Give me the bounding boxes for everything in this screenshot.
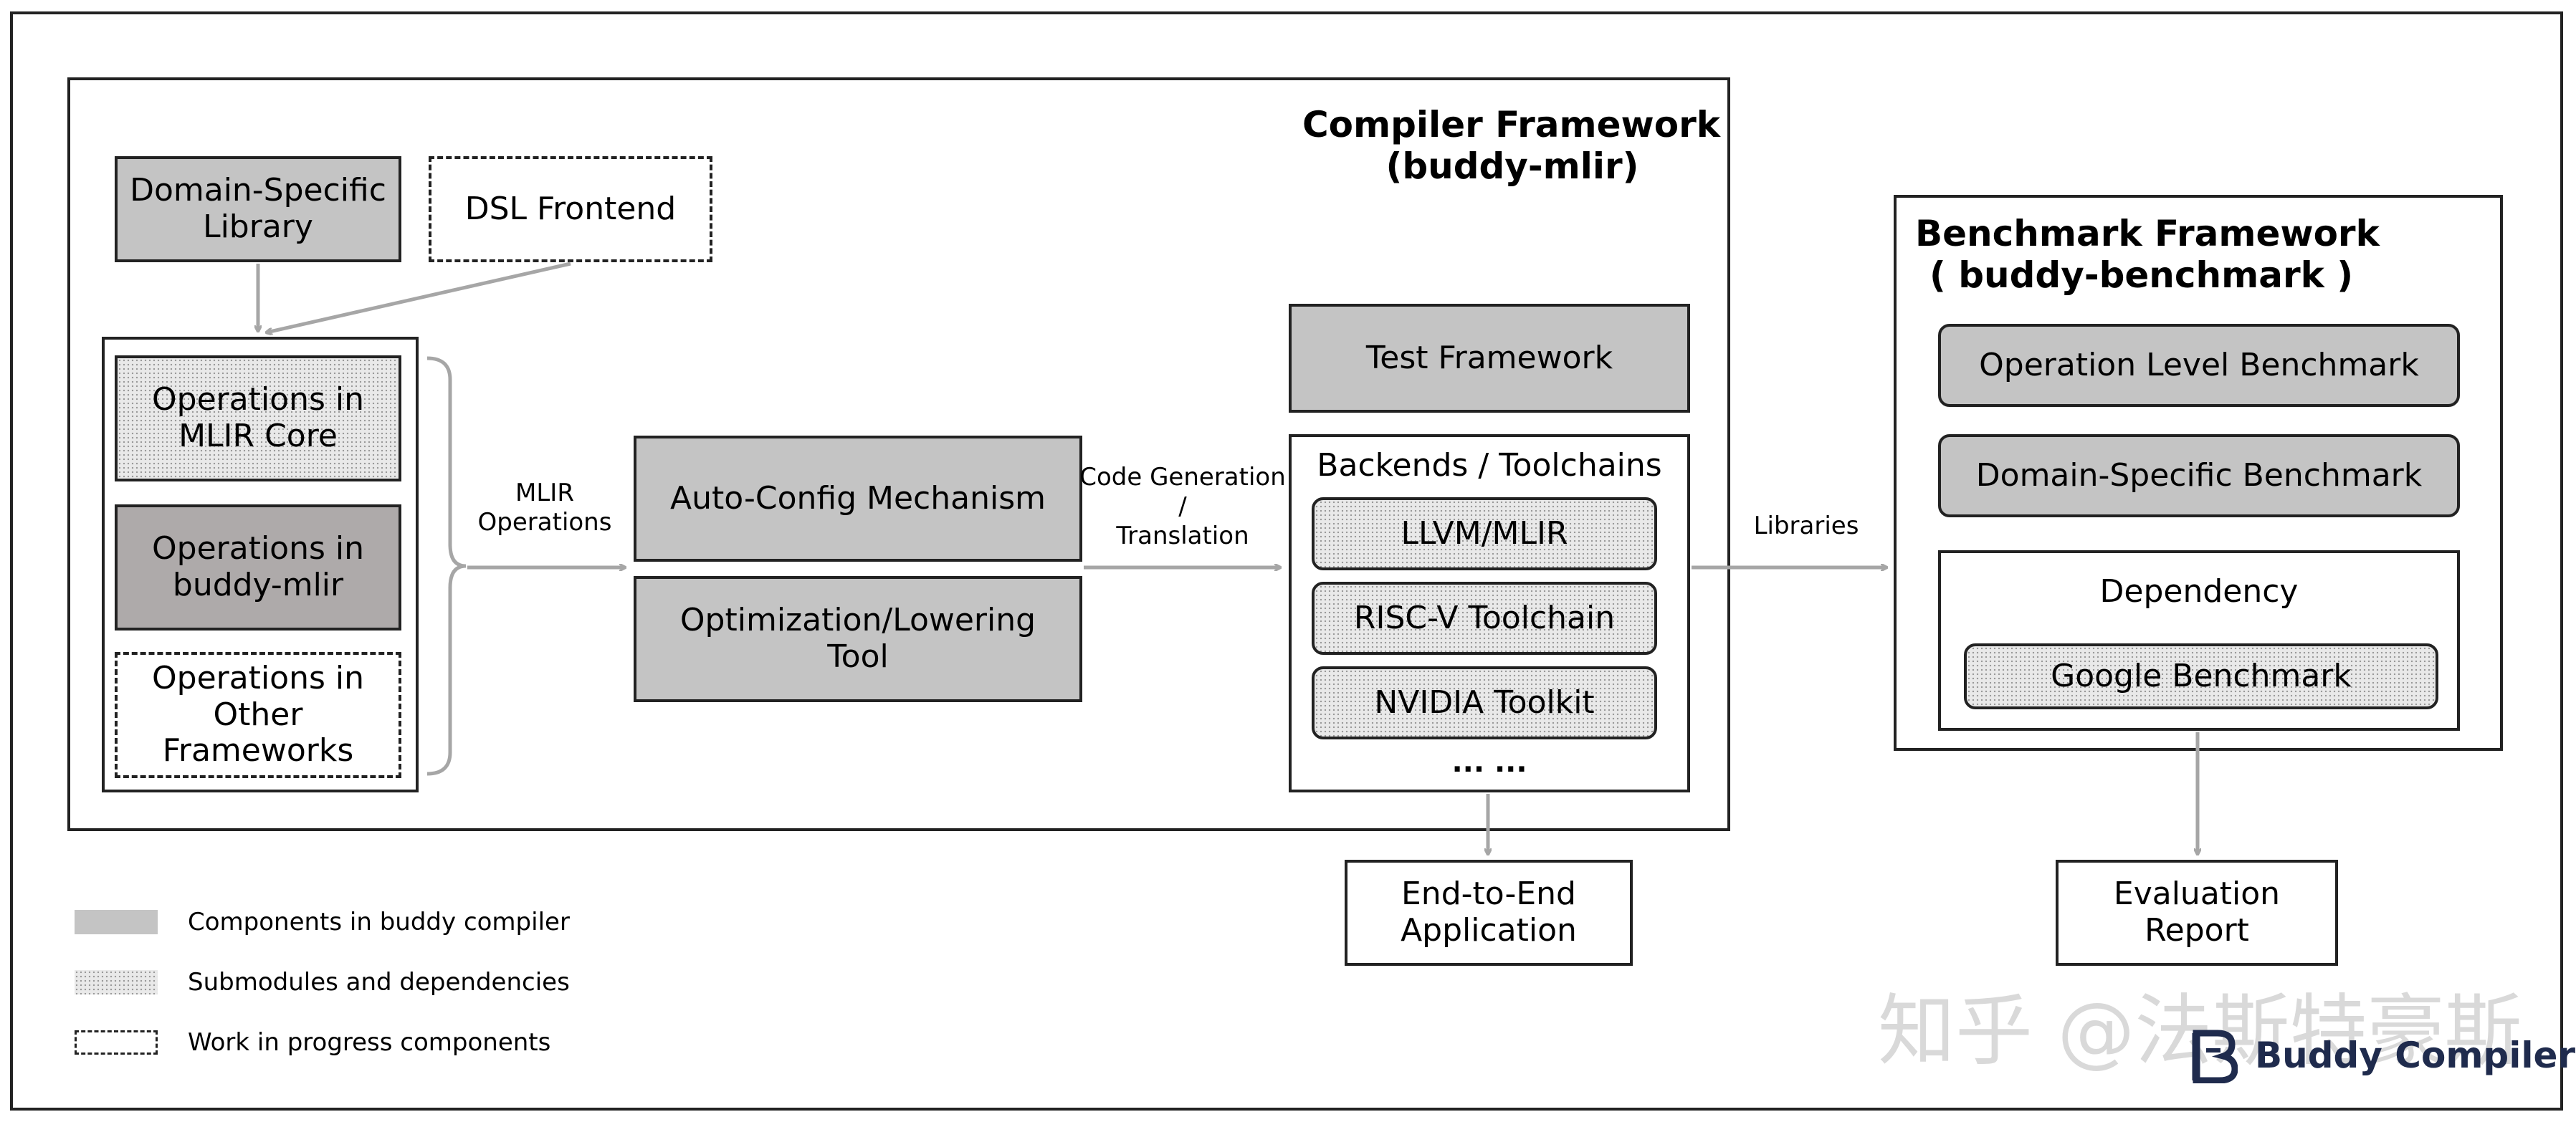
auto-config-mechanism-box: Auto-Config Mechanism (634, 436, 1082, 562)
backends-container (1289, 434, 1690, 792)
benchmark-framework-title: Benchmark Framework ( buddy-benchmark ) (1915, 213, 2380, 296)
domain-specific-library-box: Domain-Specific Library (115, 156, 401, 262)
brace (426, 356, 467, 776)
outer-frame (10, 11, 2563, 1111)
backend-nvidia-toolkit: NVIDIA Toolkit (1312, 666, 1657, 739)
dsl-frontend-box: DSL Frontend (429, 156, 712, 262)
test-framework-box: Test Framework (1289, 304, 1690, 413)
dependency-container (1938, 550, 2460, 731)
evaluation-report-box: Evaluation Report (2056, 860, 2338, 966)
libraries-label: Libraries (1753, 512, 1859, 540)
legend-swatch-dotted (75, 970, 158, 994)
legend-swatch-dashed (75, 1030, 158, 1055)
backends-more: ... ... (1451, 746, 1527, 779)
arrow-dsl-to-ops (267, 262, 571, 332)
backend-riscv-toolchain: RISC-V Toolchain (1312, 582, 1657, 655)
code-generation-label: Code Generation / Translation (1079, 463, 1286, 550)
domain-specific-benchmark-box: Domain-Specific Benchmark (1938, 434, 2460, 517)
legend-label-dashed: Work in progress components (188, 1028, 551, 1057)
end-to-end-application-box: End-to-End Application (1345, 860, 1633, 966)
google-benchmark-box: Google Benchmark (1964, 643, 2438, 709)
dependency-title: Dependency (2099, 573, 2299, 610)
backends-title: Backends / Toolchains (1317, 447, 1662, 484)
logo-text: Buddy Compiler (2255, 1035, 2576, 1076)
legend-swatch-gray (75, 910, 158, 934)
legend-label-gray: Components in buddy compiler (188, 908, 570, 936)
optimization-lowering-tool-box: Optimization/Lowering Tool (634, 576, 1082, 702)
operations-container (102, 337, 419, 792)
operations-buddy-mlir-box: Operations in buddy-mlir (115, 504, 401, 630)
buddy-logo-icon (2192, 1030, 2238, 1083)
mlir-operations-label: MLIR Operations (477, 479, 612, 537)
operations-mlir-core-box: Operations in MLIR Core (115, 355, 401, 481)
compiler-framework-container (67, 77, 1730, 831)
legend-label-dotted: Submodules and dependencies (188, 968, 570, 997)
compiler-framework-title: Compiler Framework (buddy-mlir) (1302, 104, 1720, 187)
operation-level-benchmark-box: Operation Level Benchmark (1938, 324, 2460, 407)
backend-llvm-mlir: LLVM/MLIR (1312, 497, 1657, 570)
operations-other-frameworks-box: Operations in Other Frameworks (115, 652, 401, 778)
